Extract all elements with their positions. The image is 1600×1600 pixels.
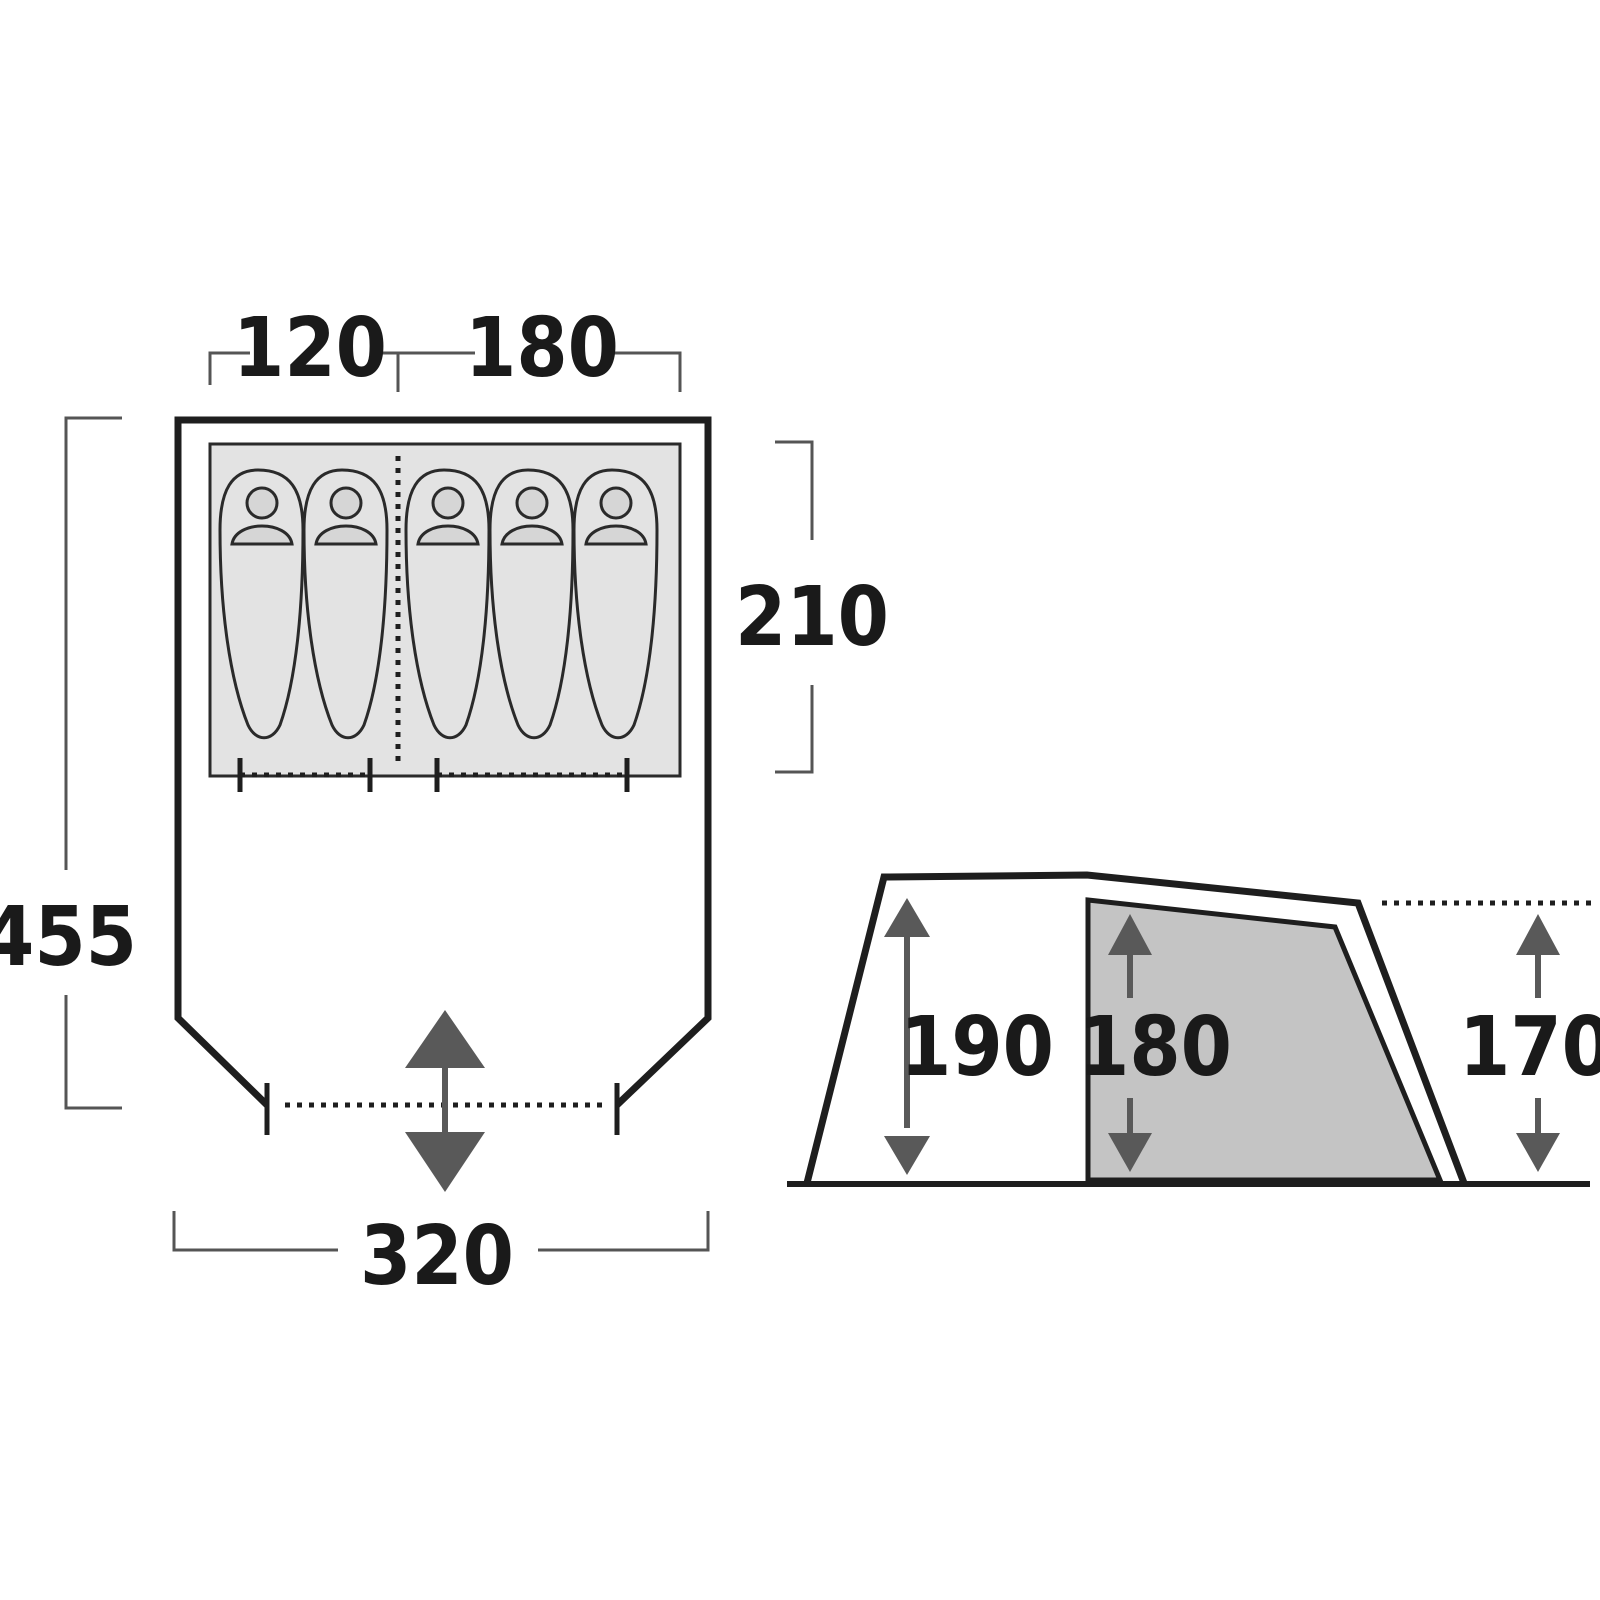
sleeper-body-icon [314,524,378,546]
height-rear-arrow-icon [1516,914,1560,1172]
sleeping-bag-4 [488,468,575,740]
depth-label: 455 [0,890,137,985]
sleeper-body-icon [416,524,480,546]
sleeper-head-icon [329,486,363,520]
side-view: 190 180 170 [787,871,1600,1187]
height-inner-label: 180 [1078,1000,1232,1095]
height-front-arrow-icon [884,898,930,1175]
bedroom-bracket-bottom [775,685,814,774]
inner-door-left [237,758,373,792]
total-width-bracket-right [538,1211,710,1252]
sleeper-head-icon [515,486,549,520]
entrance-arrow-icon [405,1010,485,1192]
bedroom-bracket-top [775,440,814,540]
floor-plan: 120 180 455 210 [0,301,889,1304]
sleeper-body-icon [584,524,648,546]
height-front-label: 190 [900,1000,1054,1095]
side-inner-area [1085,897,1444,1183]
depth-bracket-bottom [64,995,122,1110]
bedroom-depth-label: 210 [735,570,889,665]
width-right-bracket [398,351,682,392]
height-inner-arrow-icon [1108,914,1152,1172]
side-outline [803,871,1468,1185]
sleeper-head-icon [599,486,633,520]
sleeper-body-icon [500,524,564,546]
depth-bracket-top [64,416,122,870]
width-left-label: 120 [233,301,387,396]
height-rear-label: 170 [1459,1000,1600,1095]
sleeping-bag-5 [572,468,659,740]
sleeping-bag-3 [404,468,491,740]
total-width-bracket-left [172,1211,338,1252]
sleeper-head-icon [431,486,465,520]
sleeping-bag-2 [302,468,389,740]
inner-door-right [434,758,630,792]
sleeper-head-icon [245,486,279,520]
total-width-label: 320 [360,1209,514,1304]
tent-outline [174,416,712,1108]
width-right-label: 180 [465,301,619,396]
sleeper-body-icon [230,524,294,546]
